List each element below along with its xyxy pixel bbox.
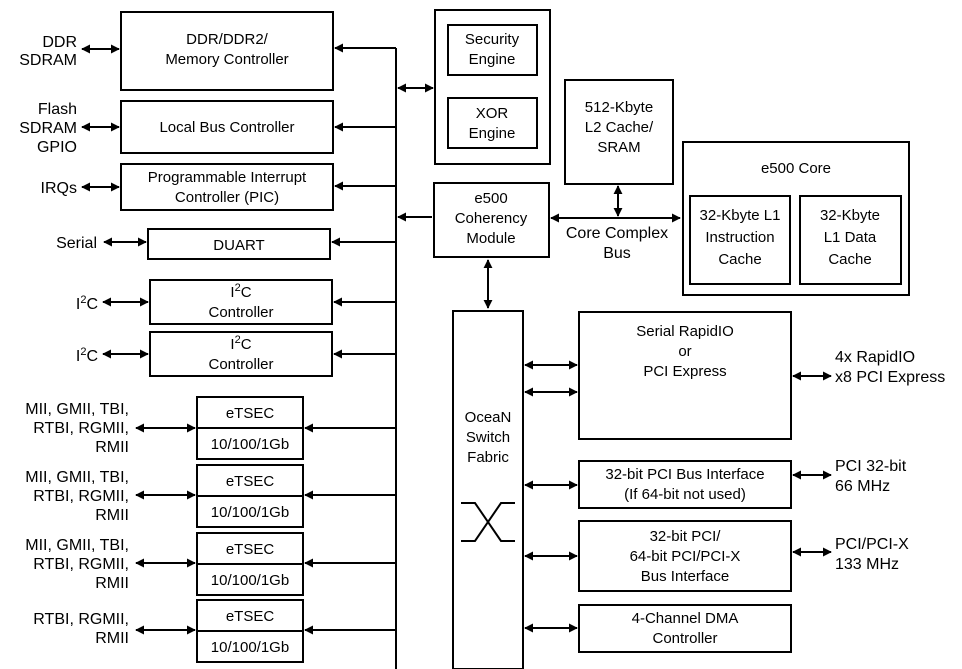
serial-ext-label: Serial [56,235,97,252]
etsec-2-ext-label-1: MII, GMII, TBI, [25,469,129,486]
l1-data-label-2: L1 Data [824,229,877,246]
l1-instruction-label-1: 32-Kbyte L1 [700,207,781,224]
core-complex-bus-label-2: Bus [603,245,631,262]
pci-32-label-2: (If 64-bit not used) [624,486,746,503]
crossbar-switch-icon [461,502,515,542]
coherency-module-block: e500 Coherency Module [433,182,550,258]
ddr-ext-label-2: SDRAM [19,52,77,69]
pcix-ext-label-2: 133 MHz [835,556,899,573]
fabric-label-2: Switch [466,429,510,446]
l2-cache-label-1: 512-Kbyte [585,99,653,116]
rapidio-ext-label-1: 4x RapidIO [835,349,915,366]
etsec-3-ext-label-1: MII, GMII, TBI, [25,537,129,554]
etsec-1-ext-label-1: MII, GMII, TBI, [25,401,129,418]
i2c-2-ext-label: I2C [76,346,98,365]
l2-cache-block: 512-Kbyte L2 Cache/ SRAM [564,79,674,185]
pci-32-interface-block: 32-bit PCI Bus Interface (If 64-bit not … [578,460,792,509]
local-bus-controller-block: Local Bus Controller [120,100,334,154]
pci-64-label-1: 32-bit PCI/ [650,528,722,545]
l1-data-label-1: 32-Kbyte [820,207,880,224]
security-engine-label-1: Security [465,31,520,48]
xor-engine-label-2: Engine [469,125,516,142]
etsec-2-ext-label-2: RTBI, RGMII, [33,488,129,505]
fabric-label-1: OceaN [465,409,512,426]
coherency-label-3: Module [466,230,515,247]
etsec-2-ext-label-3: RMII [95,507,129,524]
pci-64-label-3: Bus Interface [641,568,729,585]
i2c-1-ext-label: I2C [76,294,98,313]
pci-32-ext-label-2: 66 MHz [835,478,890,495]
pci-32-ext-label-1: PCI 32-bit [835,458,907,475]
pcix-ext-label-1: PCI/PCI-X [835,536,909,553]
pci-64-label-2: 64-bit PCI/PCI-X [630,548,741,565]
rapidio-ext-label-2: x8 PCI Express [835,369,945,386]
rapidio-label-1: Serial RapidIO [636,323,734,340]
l2-cache-label-3: SRAM [597,139,640,156]
security-xor-group: Security Engine XOR Engine [434,9,551,165]
core-complex-bus-label-1: Core Complex [566,225,668,242]
etsec-1-label: eTSEC [226,405,275,422]
i2c-controller-2-block: I2C Controller [149,331,333,377]
ddr-controller-label-2: Memory Controller [165,51,288,68]
etsec-3-ext-label-3: RMII [95,575,129,592]
i2c-2-label-1: I2C [230,334,251,353]
rapidio-label-3: PCI Express [643,363,726,380]
etsec-1-speed: 10/100/1Gb [211,436,289,453]
dma-controller-block: 4-Channel DMA Controller [578,604,792,653]
etsec-1-ext-label-2: RTBI, RGMII, [33,420,129,437]
etsec-4-ext-label-1: RTBI, RGMII, [33,611,129,628]
duart-block: DUART [147,228,331,260]
etsec-2-speed: 10/100/1Gb [211,504,289,521]
etsec-4-block: eTSEC 10/100/1Gb [196,599,304,663]
duart-label: DUART [213,237,264,254]
dma-label-2: Controller [652,630,717,647]
etsec-2-label: eTSEC [226,473,275,490]
e500-core-label: e500 Core [761,160,831,177]
flash-ext-label-1: Flash [38,101,77,118]
etsec-1-block: eTSEC 10/100/1Gb [196,396,304,460]
coherency-label-2: Coherency [455,210,528,227]
xor-engine-label-1: XOR [476,105,509,122]
etsec-3-ext-label-2: RTBI, RGMII, [33,556,129,573]
ddr-ext-label-1: DDR [42,34,77,51]
fabric-label-3: Fabric [467,449,509,466]
flash-ext-label-2: SDRAM [19,120,77,137]
serial-rapidio-block: Serial RapidIO or PCI Express [578,311,792,440]
etsec-1-ext-label-3: RMII [95,439,129,456]
i2c-1-label-1: I2C [230,282,251,301]
ddr-controller-block: DDR/DDR2/ Memory Controller [120,11,334,91]
dma-label-1: 4-Channel DMA [632,610,739,627]
pci-64-interface-block: 32-bit PCI/ 64-bit PCI/PCI-X Bus Interfa… [578,520,792,592]
pci-32-label-1: 32-bit PCI Bus Interface [605,466,764,483]
l1-instruction-label-2: Instruction [705,229,774,246]
rapidio-label-2: or [678,343,691,360]
flash-ext-label-3: GPIO [37,139,77,156]
ddr-controller-label-1: DDR/DDR2/ [186,31,269,48]
i2c-1-label-2: Controller [208,304,273,321]
etsec-2-block: eTSEC 10/100/1Gb [196,464,304,528]
i2c-controller-1-block: I2C Controller [149,279,333,325]
etsec-4-speed: 10/100/1Gb [211,639,289,656]
l1-data-label-3: Cache [828,251,871,268]
pic-block: Programmable Interrupt Controller (PIC) [120,163,334,211]
etsec-4-ext-label-2: RMII [95,630,129,647]
l1-instruction-label-3: Cache [718,251,761,268]
irqs-ext-label: IRQs [41,180,77,197]
etsec-3-speed: 10/100/1Gb [211,572,289,589]
etsec-3-block: eTSEC 10/100/1Gb [196,532,304,596]
local-bus-label: Local Bus Controller [159,119,294,136]
e500-core-block: e500 Core 32-Kbyte L1 Instruction Cache … [682,141,910,296]
l2-cache-label-2: L2 Cache/ [585,119,654,136]
i2c-2-label-2: Controller [208,356,273,373]
pic-label-2: Controller (PIC) [175,189,279,206]
security-engine-label-2: Engine [469,51,516,68]
coherency-label-1: e500 [474,190,507,207]
pic-label-1: Programmable Interrupt [148,169,307,186]
ocean-switch-fabric-block: OceaN Switch Fabric [452,310,524,669]
etsec-3-label: eTSEC [226,541,275,558]
etsec-4-label: eTSEC [226,608,275,625]
